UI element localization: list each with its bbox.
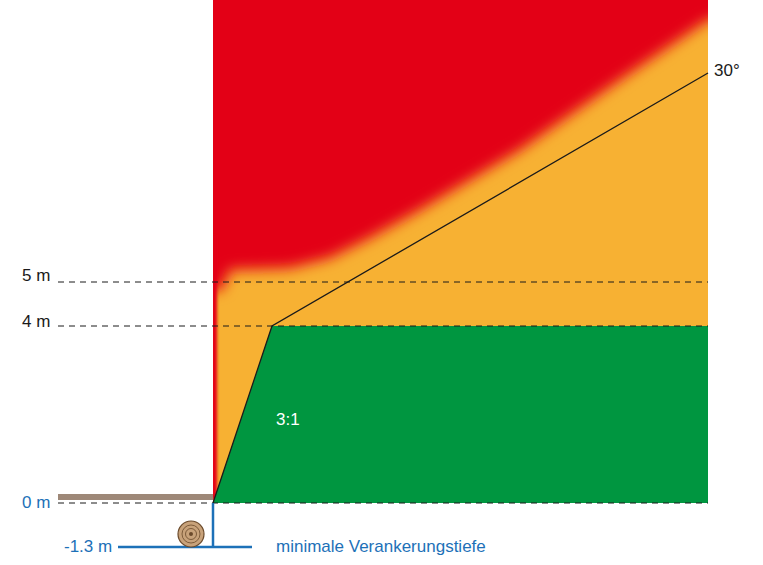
anchor-note: minimale Verankerungstiefe	[276, 538, 486, 557]
height-lines	[58, 282, 708, 503]
green-zone	[213, 326, 708, 503]
dashed-line	[58, 326, 708, 327]
depth-label: -1.3 m	[64, 538, 112, 557]
height-label: 5 m	[22, 267, 50, 286]
log-symbol	[178, 521, 204, 547]
slope-line	[213, 73, 708, 503]
red-zone	[213, 0, 708, 290]
slope-ratio: 3:1	[276, 411, 300, 430]
red-edge	[213, 235, 217, 500]
dashed-line	[58, 282, 708, 283]
dashed-line	[58, 503, 708, 504]
ground-line	[58, 494, 213, 500]
anchor-post	[212, 503, 215, 547]
hazard-zones	[213, 0, 708, 503]
angle-label: 30°	[714, 62, 740, 81]
height-label: 0 m	[22, 494, 50, 513]
height-label: 4 m	[22, 313, 50, 332]
